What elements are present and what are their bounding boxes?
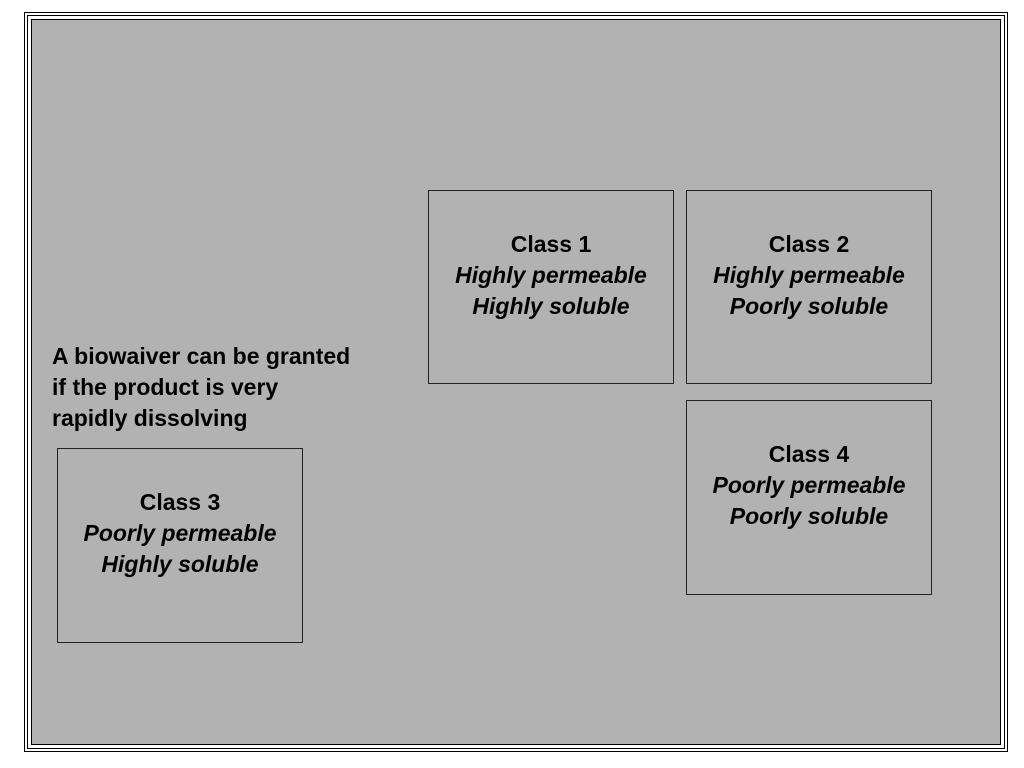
biowaiver-note-line-2: if the product is very <box>52 374 279 400</box>
class-4-title: Class 4 <box>768 441 850 467</box>
class-2-solubility: Poorly soluble <box>729 293 889 319</box>
class-3-permeability: Poorly permeable <box>83 520 277 546</box>
class-4-solubility: Poorly soluble <box>729 503 889 529</box>
class-3-title: Class 3 <box>139 489 221 515</box>
class-2-box: Class 2 Highly permeable Poorly soluble <box>686 190 932 384</box>
class-1-permeability: Highly permeable <box>455 262 647 288</box>
class-2-permeability: Highly permeable <box>713 262 905 288</box>
biowaiver-note: A biowaiver can be granted if the produc… <box>52 341 412 434</box>
class-1-solubility: Highly soluble <box>472 293 630 319</box>
class-4-permeability: Poorly permeable <box>712 472 906 498</box>
biowaiver-note-line-1: A biowaiver can be granted <box>52 343 351 369</box>
class-1-title: Class 1 <box>510 231 592 257</box>
class-4-box: Class 4 Poorly permeable Poorly soluble <box>686 400 932 595</box>
class-3-box: Class 3 Poorly permeable Highly soluble <box>57 448 303 643</box>
class-2-title: Class 2 <box>768 231 850 257</box>
class-1-box: Class 1 Highly permeable Highly soluble <box>428 190 674 384</box>
class-3-solubility: Highly soluble <box>101 551 259 577</box>
biowaiver-note-line-3: rapidly dissolving <box>52 405 248 431</box>
